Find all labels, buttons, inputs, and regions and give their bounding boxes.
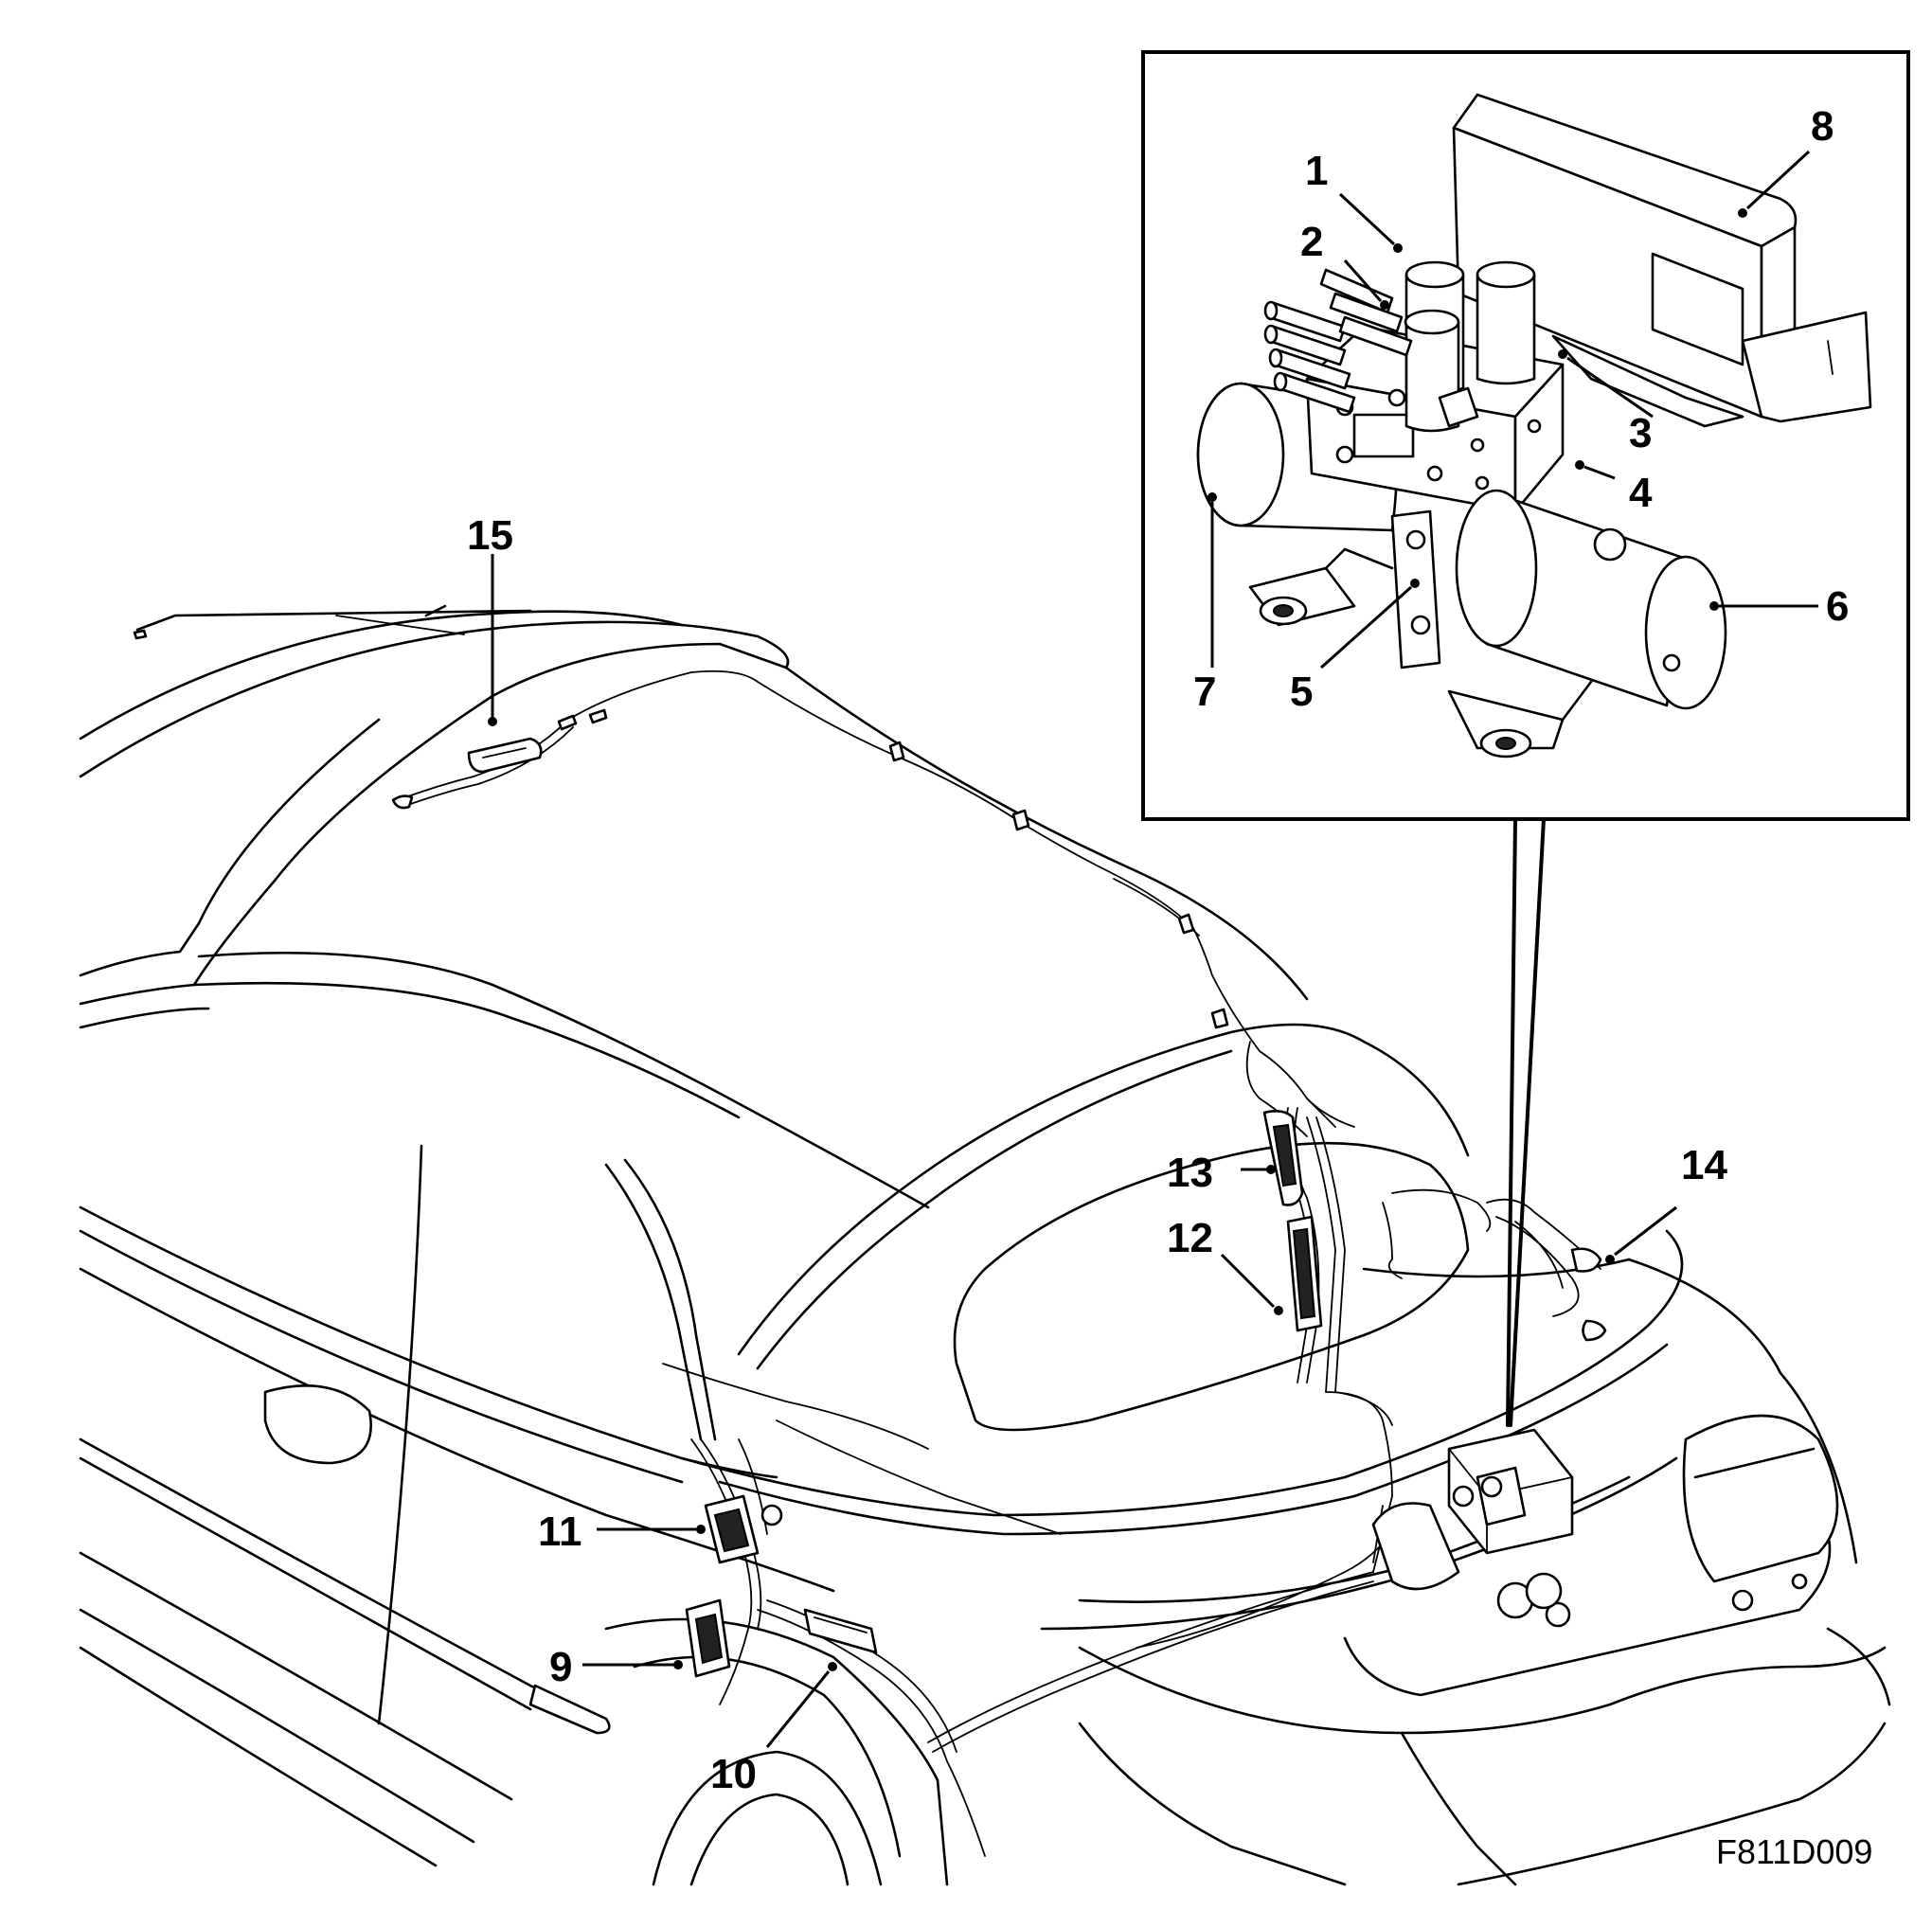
- callout-14: 14: [1681, 1142, 1727, 1188]
- pump-unit-in-vehicle: [1371, 1428, 1574, 1619]
- callout-3: 3: [1629, 410, 1652, 456]
- callout-leaders: [488, 150, 1818, 1748]
- component-10: [803, 1608, 878, 1654]
- callout-4: 4: [1629, 470, 1653, 516]
- callout-12: 12: [1167, 1215, 1213, 1261]
- component-1-2-3-solenoids: [1404, 260, 1536, 433]
- component-13: [1262, 1110, 1304, 1206]
- figure-reference: F811D009: [1716, 1832, 1872, 1871]
- callout-8: 8: [1811, 103, 1834, 150]
- callout-9: 9: [549, 1644, 572, 1690]
- callout-5: 5: [1290, 669, 1313, 715]
- mounting-feet: [1248, 547, 1593, 759]
- callout-labels: 1 2 3 4 5 6 7 8 9 10 11 12 13 14 15: [467, 103, 1849, 1797]
- callout-6: 6: [1826, 583, 1849, 630]
- component-14: [1570, 1247, 1602, 1273]
- callout-10: 10: [710, 1751, 757, 1797]
- component-11: [704, 1494, 783, 1564]
- hose-fittings: [1263, 268, 1413, 414]
- component-9: [685, 1598, 731, 1678]
- vehicle-components: [391, 708, 1602, 1678]
- component-15: [391, 737, 543, 810]
- callout-15: 15: [467, 512, 513, 559]
- component-5-bracket: [1390, 509, 1441, 669]
- component-6-motor: [1455, 489, 1727, 710]
- detail-inset: [1141, 50, 1910, 1427]
- callout-11: 11: [538, 1508, 582, 1555]
- callout-7: 7: [1193, 669, 1216, 715]
- callout-13: 13: [1167, 1150, 1213, 1196]
- component-12: [1286, 1215, 1323, 1332]
- callout-2: 2: [1300, 219, 1323, 265]
- callout-1: 1: [1305, 148, 1328, 194]
- component-8-control-module: [1452, 93, 1872, 428]
